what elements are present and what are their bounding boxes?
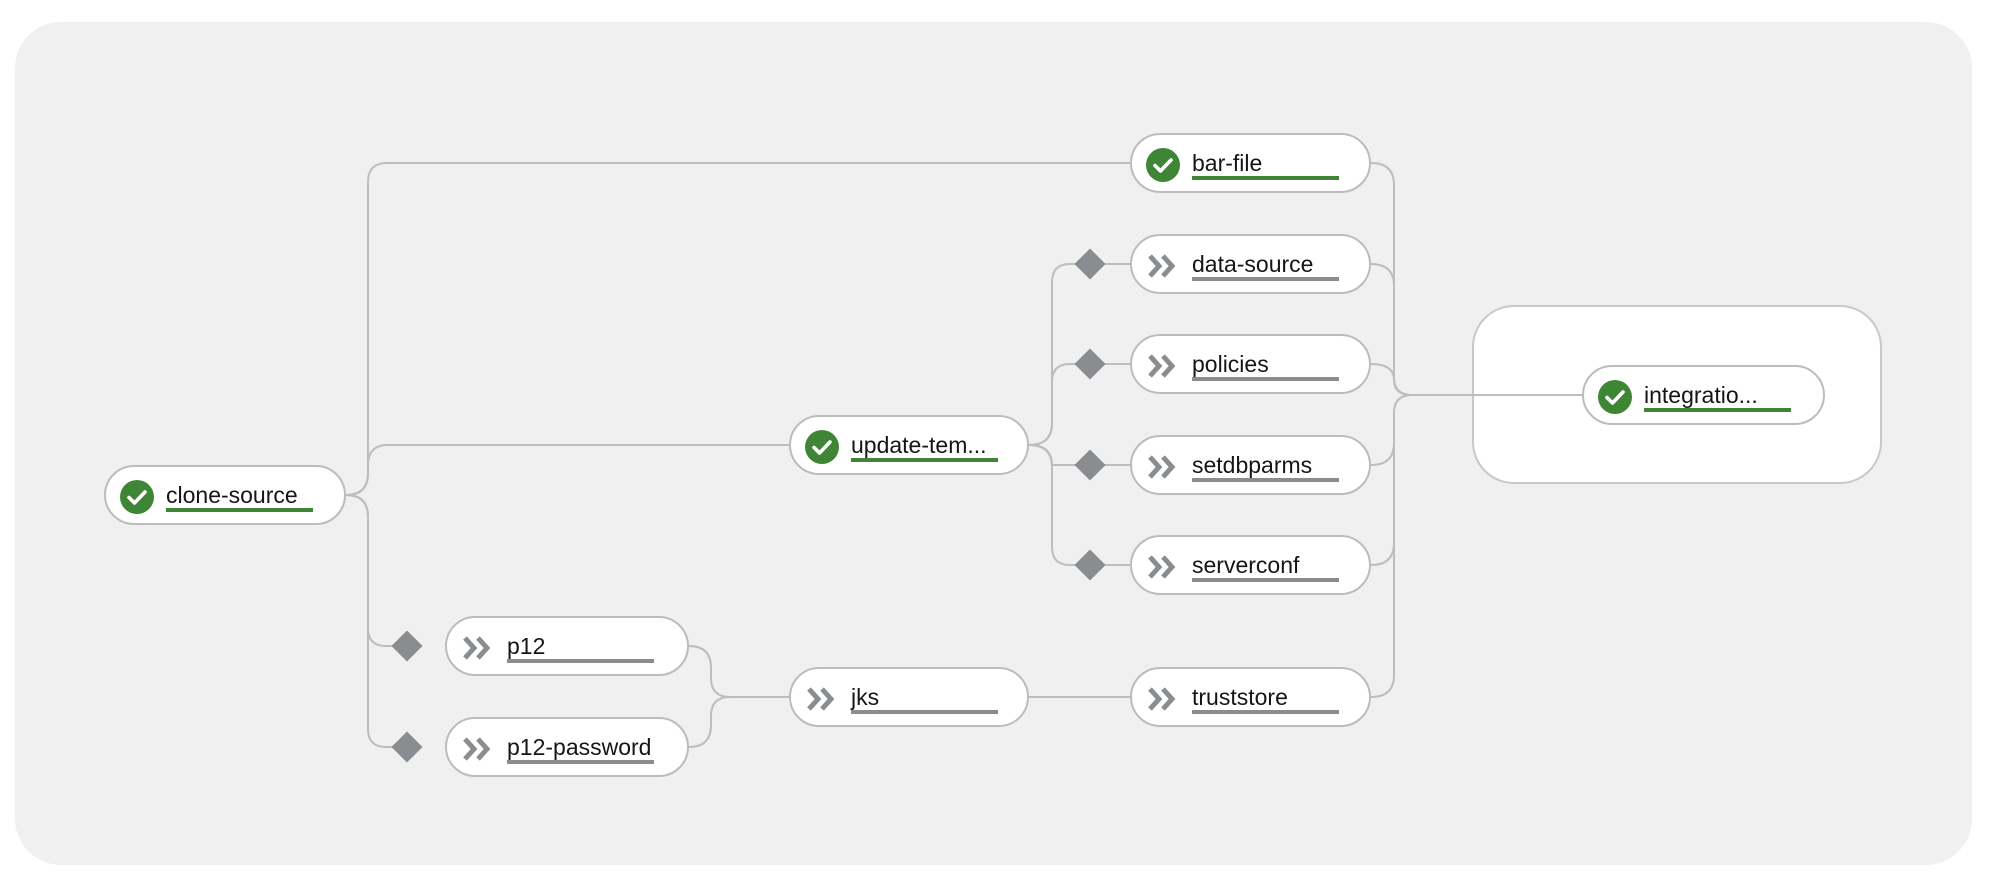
task-label[interactable]: clone-source xyxy=(166,482,298,508)
task-node-data-source[interactable]: data-source xyxy=(1130,234,1371,294)
task-node-setdbparms[interactable]: setdbparms xyxy=(1130,435,1371,495)
task-label[interactable]: data-source xyxy=(1192,251,1314,277)
edge-truststore-integration xyxy=(1370,413,1395,698)
task-label[interactable]: p12-password xyxy=(507,734,652,760)
task-node-bar-file[interactable]: bar-file xyxy=(1130,133,1371,193)
task-node-policies[interactable]: policies xyxy=(1130,334,1371,394)
task-status-bar xyxy=(1192,377,1339,381)
edge-bar-file-integration xyxy=(1370,162,1413,396)
task-node-p12[interactable]: p12 xyxy=(445,616,689,676)
task-node-update-tem[interactable]: update-tem... xyxy=(789,415,1029,475)
task-label[interactable]: p12 xyxy=(507,633,546,659)
angle-double-right-icon xyxy=(463,737,491,761)
task-node-integration[interactable]: integratio... xyxy=(1582,365,1825,425)
task-label[interactable]: update-tem... xyxy=(851,432,987,458)
task-node-serverconf[interactable]: serverconf xyxy=(1130,535,1371,595)
task-status-bar xyxy=(1192,277,1339,281)
task-label[interactable]: integratio... xyxy=(1644,382,1758,408)
edge-setdbparms-integration xyxy=(1370,394,1413,466)
task-label[interactable]: serverconf xyxy=(1192,552,1300,578)
task-status-bar xyxy=(1192,176,1339,180)
task-label[interactable]: truststore xyxy=(1192,684,1288,710)
angle-double-right-icon xyxy=(1148,455,1176,479)
task-status-bar xyxy=(166,508,313,512)
check-circle-icon xyxy=(120,480,154,514)
task-label[interactable]: policies xyxy=(1192,351,1269,377)
task-status-bar xyxy=(851,458,998,462)
task-label[interactable]: jks xyxy=(851,684,880,710)
edge-update-tem-data-source xyxy=(1028,263,1130,446)
task-node-truststore[interactable]: truststore xyxy=(1130,667,1371,727)
task-status-bar xyxy=(1192,710,1339,714)
angle-double-right-icon xyxy=(1148,555,1176,579)
task-node-jks[interactable]: jks xyxy=(789,667,1029,727)
edge-clone-source-p12-password xyxy=(345,494,405,748)
task-node-p12-password[interactable]: p12-password xyxy=(445,717,689,777)
task-node-clone-source[interactable]: clone-source xyxy=(104,465,346,525)
edge-clone-source-p12 xyxy=(345,494,405,647)
angle-double-right-icon xyxy=(1148,687,1176,711)
edge-update-tem-serverconf xyxy=(1028,444,1130,566)
edge-clone-source-update-tem xyxy=(345,444,789,496)
task-label[interactable]: bar-file xyxy=(1192,150,1263,176)
task-status-bar xyxy=(1644,408,1791,412)
task-label[interactable]: setdbparms xyxy=(1192,452,1313,478)
check-circle-icon xyxy=(805,430,839,464)
angle-double-right-icon xyxy=(1148,254,1176,278)
task-status-bar xyxy=(1192,578,1339,582)
angle-double-right-icon xyxy=(1148,354,1176,378)
task-status-bar xyxy=(851,710,998,714)
task-status-bar xyxy=(1192,478,1339,482)
edge-update-tem-policies xyxy=(1028,363,1130,446)
check-circle-icon xyxy=(1598,380,1632,414)
edge-serverconf-integration xyxy=(1370,413,1395,566)
task-status-bar xyxy=(507,659,654,663)
edge-data-source-integration xyxy=(1370,263,1395,287)
angle-double-right-icon xyxy=(463,636,491,660)
check-circle-icon xyxy=(1146,148,1180,182)
angle-double-right-icon xyxy=(807,687,835,711)
edge-p12-jks xyxy=(688,645,789,698)
edge-p12-password-jks xyxy=(688,696,731,748)
edge-policies-integration xyxy=(1370,363,1413,396)
task-status-bar xyxy=(507,760,654,764)
